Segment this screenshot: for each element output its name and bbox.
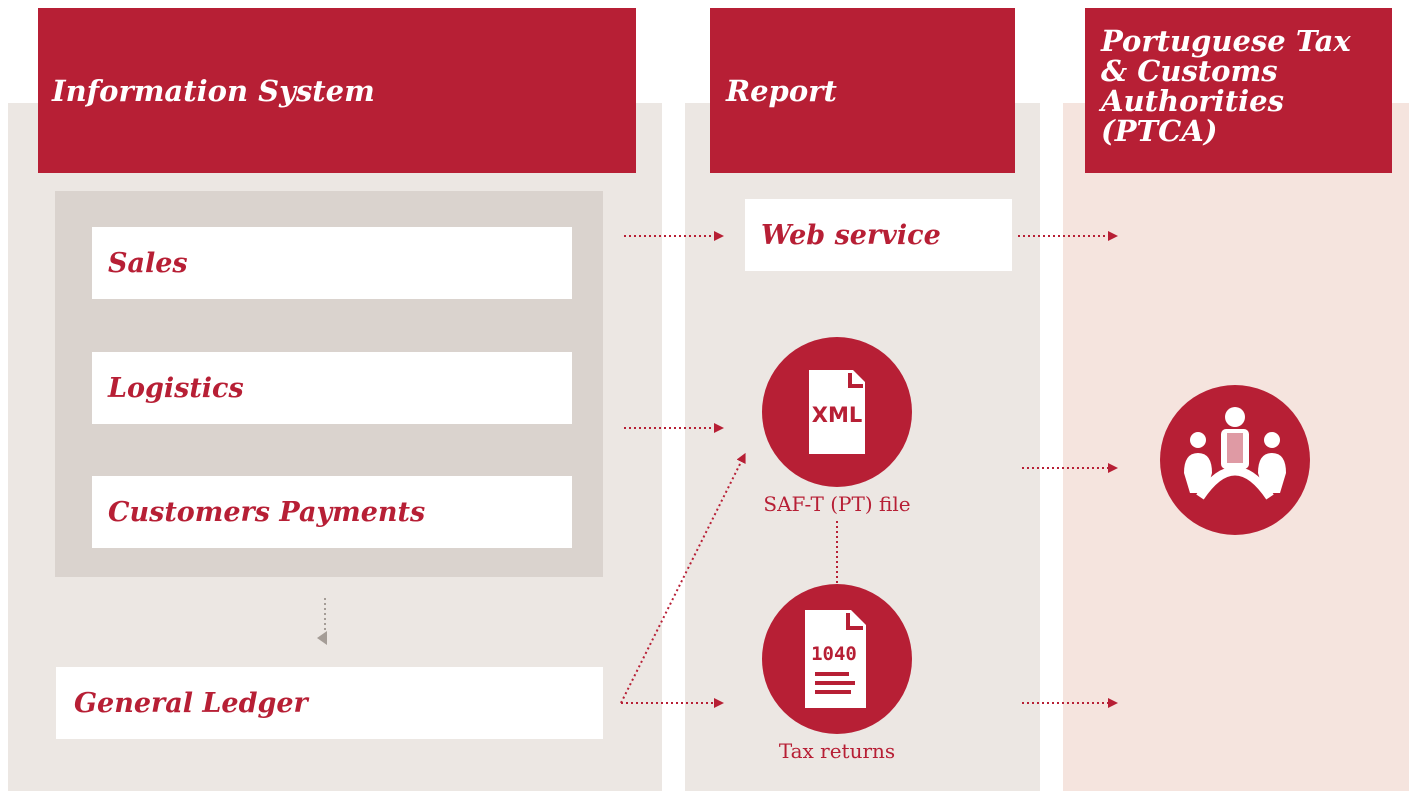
general-ledger-box: General Ledger	[56, 667, 603, 739]
logistics-module: Logistics	[92, 352, 572, 424]
general-ledger-label: General Ledger	[74, 687, 308, 719]
saft-file-label: SAF-T (PT) file	[763, 492, 911, 516]
information-system-title: Information System	[52, 73, 375, 108]
tax-returns-label: Tax returns	[778, 739, 896, 763]
tax-form-icon-text: 1040	[811, 643, 857, 665]
xml-file-icon: XML	[809, 370, 865, 454]
sales-module: Sales	[92, 227, 572, 299]
saft-file-caption: SAF-T (PT) file	[737, 492, 937, 516]
authority-title-line: Authorities	[1101, 84, 1284, 118]
xml-icon-text: XML	[812, 403, 862, 427]
information-system-header: Information System	[38, 8, 636, 173]
customers-payments-label: Customers Payments	[108, 496, 426, 528]
report-header: Report	[710, 8, 1015, 173]
arrow-ledger-to-saft	[620, 452, 746, 704]
tax-form-icon: 1040	[805, 610, 866, 708]
logistics-label: Logistics	[108, 372, 244, 404]
authority-title-line: (PTCA)	[1101, 114, 1218, 148]
web-service-label: Web service	[761, 219, 941, 251]
authority-header: Portuguese Tax & Customs Authorities (PT…	[1085, 8, 1392, 173]
authority-title-line: & Customs	[1101, 54, 1278, 88]
sales-label: Sales	[108, 247, 188, 279]
saft-file-circle: XML	[762, 337, 912, 487]
report-title: Report	[726, 73, 837, 108]
customers-payments-module: Customers Payments	[92, 476, 572, 548]
meeting-people-icon	[1184, 407, 1286, 500]
tax-returns-circle: 1040	[762, 584, 912, 734]
authority-title-line: Portuguese Tax	[1101, 24, 1351, 58]
tax-returns-caption: Tax returns	[737, 739, 937, 763]
authority-circle	[1160, 385, 1310, 535]
web-service-box: Web service	[745, 199, 1012, 271]
